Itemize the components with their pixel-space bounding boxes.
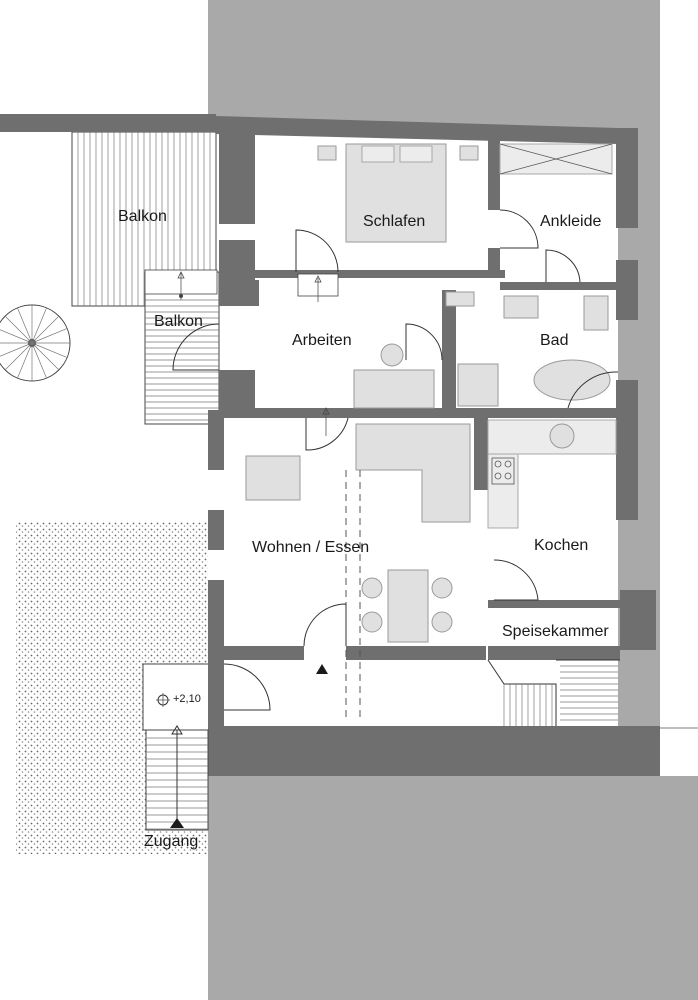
label-level: +2,10 xyxy=(173,693,201,705)
level-marker xyxy=(156,693,170,707)
door-kochen xyxy=(493,559,539,601)
entrance-marker-inner xyxy=(316,664,328,674)
wall-schlafen-bottom xyxy=(255,270,505,278)
wall-top-main xyxy=(216,116,618,144)
wall-top xyxy=(0,114,216,132)
neighbor-building-top xyxy=(208,0,660,130)
wall-right-lower xyxy=(620,590,656,650)
pillow-right xyxy=(399,145,433,163)
label-bad: Bad xyxy=(540,332,568,349)
dining-chair-3 xyxy=(431,577,453,599)
wall-right-mid2 xyxy=(616,380,638,520)
wall-entrance-left xyxy=(208,660,224,726)
sofa xyxy=(355,423,471,523)
wall-right-mid xyxy=(616,260,638,320)
wall-left-upper xyxy=(219,134,255,224)
label-balkon-top: Balkon xyxy=(118,208,167,225)
wall-living-left-1 xyxy=(208,410,224,470)
toilet xyxy=(583,295,609,331)
opening-marker-schlafen xyxy=(297,273,339,302)
wall-right-upper xyxy=(616,128,638,228)
wall-left-mid xyxy=(219,280,259,306)
wall-schlafen-ankleide xyxy=(488,140,500,210)
wall-arbeiten-bottom xyxy=(219,408,619,418)
wall-arbeiten-bad xyxy=(442,290,456,408)
kitchen-sink xyxy=(549,423,575,449)
wall-ankleide-bottom xyxy=(500,282,618,290)
door-ankleide xyxy=(499,209,539,249)
entrance-marker xyxy=(170,818,184,828)
pillow-left xyxy=(361,145,395,163)
door-wohnen-entrance xyxy=(303,603,347,647)
wall-bottom xyxy=(208,726,660,776)
label-schlafen: Schlafen xyxy=(363,213,425,230)
dining-table xyxy=(387,569,429,643)
door-wohnen-arbeiten xyxy=(305,417,349,451)
dining-chair-4 xyxy=(431,611,453,633)
shower xyxy=(457,363,499,407)
label-ankleide: Ankleide xyxy=(540,213,601,230)
armchair xyxy=(245,455,301,501)
washbasin xyxy=(503,295,539,319)
bathtub xyxy=(533,359,611,401)
desk-chair xyxy=(380,343,404,367)
stove xyxy=(491,457,515,485)
door-schlafen xyxy=(295,229,339,273)
wall-wohnen-bottom xyxy=(224,646,304,660)
dining-chair-1 xyxy=(361,577,383,599)
nightstand-right xyxy=(459,145,479,161)
spiral-staircase xyxy=(0,304,71,382)
kitchen-counter-left xyxy=(487,453,519,529)
door-entrance xyxy=(223,663,271,711)
label-zugang: Zugang xyxy=(144,833,198,850)
label-kochen: Kochen xyxy=(534,537,588,554)
opening-marker-wohnen xyxy=(322,407,330,436)
wall-wohnen-kochen xyxy=(474,418,488,490)
door-bathtub-window xyxy=(567,371,619,409)
label-speisekammer: Speisekammer xyxy=(502,623,609,640)
label-wohnen: Wohnen / Essen xyxy=(252,539,369,556)
opening-marker-balkon xyxy=(144,269,218,300)
wall-living-left-3 xyxy=(208,580,224,660)
wall-speisekammer-bottom xyxy=(488,646,620,660)
sink-double xyxy=(445,291,475,307)
label-arbeiten: Arbeiten xyxy=(292,332,352,349)
wall-schlafen-ankleide-2 xyxy=(488,248,500,278)
nightstand-left xyxy=(317,145,337,161)
desk xyxy=(353,369,435,409)
wall-speisekammer-top xyxy=(488,600,620,608)
wall-wohnen-bottom-2 xyxy=(346,646,486,660)
neighbor-building-bottom xyxy=(208,776,698,1000)
staircase-down xyxy=(487,659,620,726)
label-balkon-lower: Balkon xyxy=(154,313,203,330)
wall-left-window-1 xyxy=(219,240,255,280)
balcony-upper xyxy=(71,131,217,307)
wall-left-lower xyxy=(219,370,255,408)
door-balkon xyxy=(172,323,220,371)
wall-living-left-2 xyxy=(208,510,224,550)
entrance-stairs xyxy=(145,725,209,831)
dining-chair-2 xyxy=(361,611,383,633)
door-bad xyxy=(405,323,443,361)
door-ankleide-lower xyxy=(545,249,581,283)
